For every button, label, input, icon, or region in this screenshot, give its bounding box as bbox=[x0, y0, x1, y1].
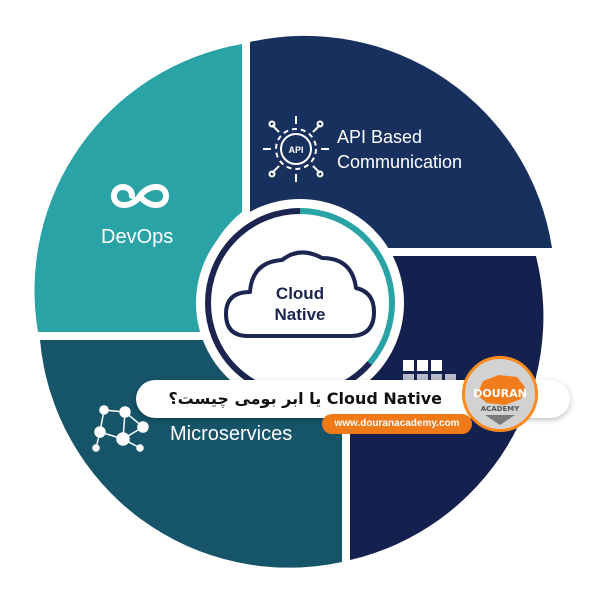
center-disc bbox=[216, 219, 384, 387]
network-nodes-icon bbox=[92, 405, 149, 452]
api-icon-text: API bbox=[288, 145, 303, 155]
website-link[interactable]: www.douranacademy.com bbox=[334, 418, 460, 429]
segment-api bbox=[250, 35, 552, 248]
api-gear-icon bbox=[263, 116, 329, 182]
devops-label: DevOps bbox=[101, 226, 173, 248]
segment-devops bbox=[34, 44, 242, 332]
cloud-icon bbox=[224, 250, 376, 338]
logo-subtitle: ACADEMY bbox=[481, 405, 521, 413]
api-label-line2: Communication bbox=[337, 152, 462, 172]
logo-name: DOURAN bbox=[473, 387, 527, 400]
logo-graphic: DOURAN ACADEMY bbox=[473, 375, 527, 425]
infinity-icon bbox=[110, 184, 170, 208]
container-blocks-icon bbox=[403, 360, 456, 385]
website-badge[interactable]: www.douranacademy.com bbox=[322, 414, 472, 434]
microservices-label: Microservices bbox=[170, 423, 292, 445]
center-line1: Cloud bbox=[276, 284, 324, 303]
api-label-line1: API Based bbox=[337, 127, 422, 147]
douran-academy-logo: DOURAN ACADEMY bbox=[462, 356, 538, 432]
banner-title: Cloud Native یا ابر بومی چیست؟ bbox=[168, 389, 442, 408]
center-line2: Native bbox=[274, 305, 325, 324]
